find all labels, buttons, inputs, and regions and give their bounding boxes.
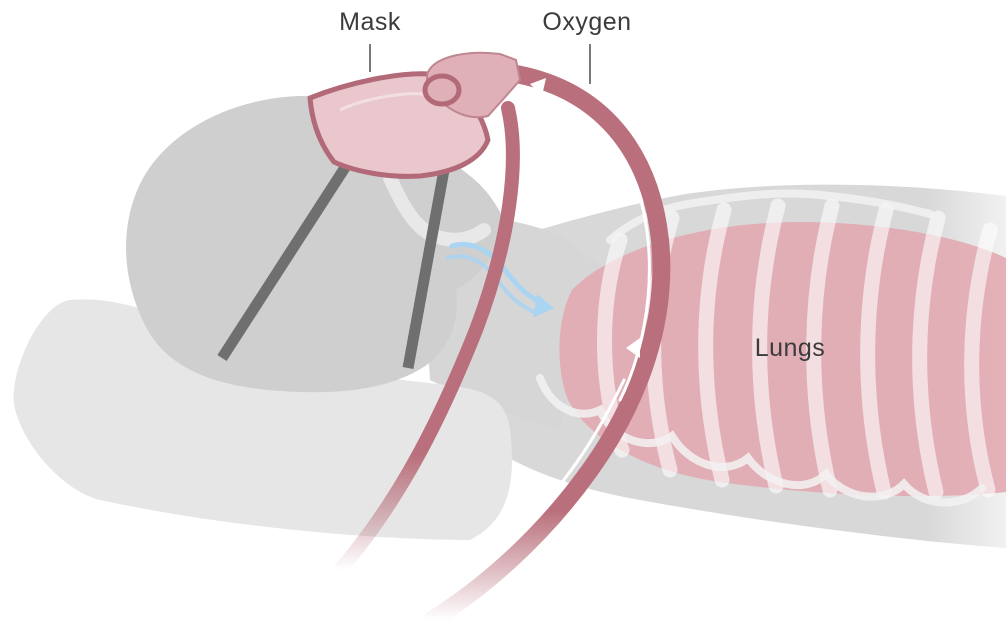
- label-mask: Mask: [339, 8, 401, 36]
- connector-ring: [425, 76, 459, 104]
- label-oxygen: Oxygen: [542, 8, 631, 36]
- label-lungs: Lungs: [755, 334, 826, 362]
